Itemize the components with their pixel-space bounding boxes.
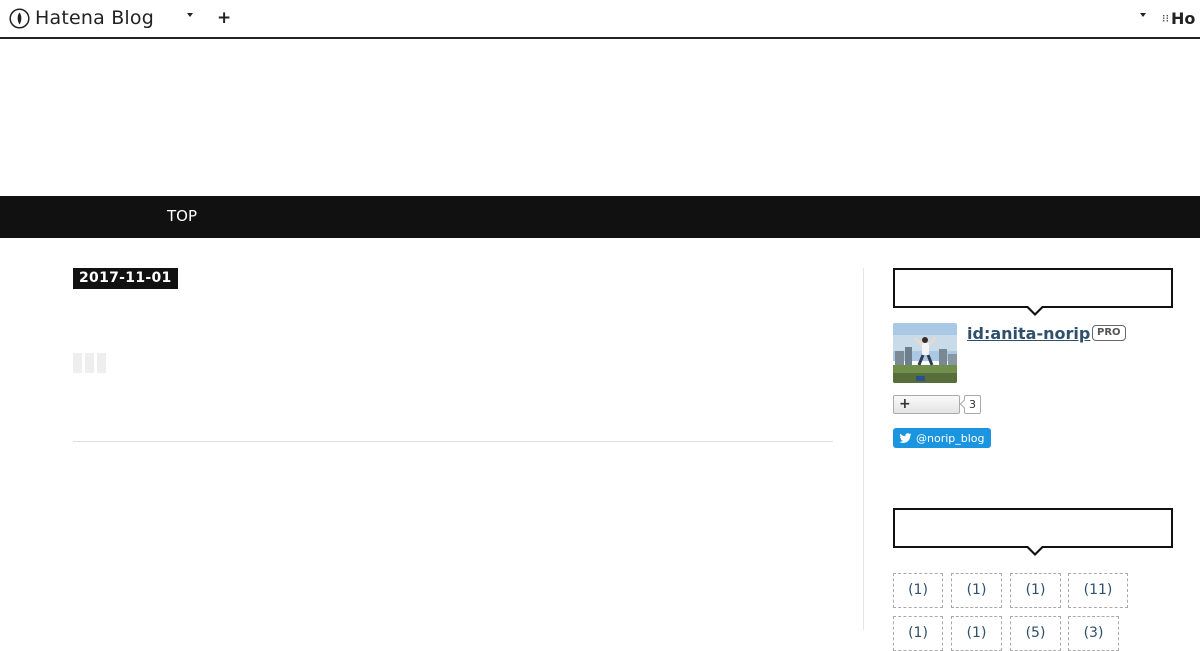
loading-bar [97, 353, 106, 373]
hatena-mark-icon: ⁝⁝ [1162, 12, 1169, 25]
tag-item[interactable]: (3) [1068, 616, 1119, 651]
entry-divider [73, 441, 833, 442]
profile-photo [893, 323, 957, 383]
tag-item[interactable]: (1) [1010, 573, 1061, 608]
tags-module-title [893, 508, 1173, 556]
twitter-bird-icon [899, 432, 912, 443]
plus-icon: + [899, 396, 911, 412]
hatena-service-text: Ho [1171, 9, 1196, 28]
tag-item[interactable]: (11) [1068, 573, 1128, 608]
hatena-logo-icon [9, 7, 30, 29]
follow-button[interactable]: + [893, 395, 960, 414]
loading-bar [85, 353, 94, 373]
tag-item[interactable]: (1) [893, 573, 943, 608]
tag-item[interactable]: (1) [893, 616, 943, 651]
hatena-service-brand[interactable]: ⁝⁝ Ho [1162, 9, 1195, 28]
blog-navigation: TOP [0, 196, 1200, 238]
nav-item-top[interactable]: TOP [167, 207, 198, 225]
blog-header [0, 39, 1200, 196]
caret-down-icon[interactable] [187, 13, 193, 17]
account-caret-down-icon[interactable] [1140, 13, 1146, 17]
loading-bar [73, 353, 82, 373]
hatena-global-header: Hatena Blog + ⁝⁝ Ho [0, 0, 1200, 39]
pro-badge: PRO [1092, 325, 1126, 341]
tag-item[interactable]: (1) [951, 573, 1002, 608]
twitter-handle: @norip_blog [916, 431, 985, 445]
column-divider [863, 268, 864, 630]
profile-module-title [893, 268, 1173, 316]
entry-date[interactable]: 2017-11-01 [73, 268, 178, 289]
follower-count[interactable]: 3 [964, 395, 981, 414]
tag-item[interactable]: (5) [1010, 616, 1061, 651]
tag-item[interactable]: (1) [951, 616, 1002, 651]
twitter-follow-button[interactable]: @norip_blog [893, 428, 991, 448]
plus-icon[interactable]: + [217, 8, 232, 28]
profile-user-id-link[interactable]: id:anita-norip [967, 324, 1091, 343]
loading-placeholder [73, 353, 106, 373]
main-content: 2017-11-01 [73, 268, 833, 628]
hatena-blog-wordmark: Hatena Blog [35, 7, 154, 29]
hatena-blog-logo[interactable]: Hatena Blog [9, 6, 154, 30]
avatar[interactable] [893, 323, 957, 383]
